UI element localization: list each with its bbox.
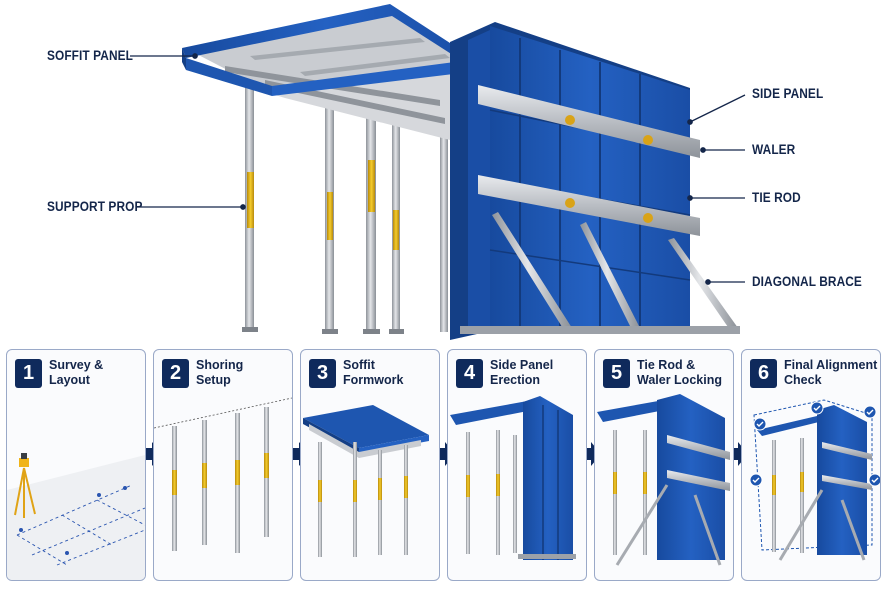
survey-illustration [7, 453, 145, 580]
label-waler: WALER [752, 142, 796, 157]
step-number: 4 [456, 359, 483, 388]
step-title: Survey &Layout [49, 358, 104, 387]
step-number: 1 [15, 359, 42, 388]
shoring-illustration [154, 397, 292, 553]
soffit-illustration [303, 405, 429, 557]
step-number: 3 [309, 359, 336, 388]
step-number: 6 [750, 359, 777, 388]
step-number: 2 [162, 359, 189, 388]
label-tie-rod: TIE ROD [752, 190, 801, 205]
support-prop-group [242, 60, 448, 334]
tie-rod-illustration [597, 394, 730, 566]
label-diagonal-brace: DIAGONAL BRACE [752, 274, 862, 289]
surveying-tripod-icon [14, 453, 36, 518]
soffit-panel-shape [182, 4, 470, 140]
label-side-panel: SIDE PANEL [752, 86, 824, 101]
step-card-5: 5 Tie Rod &Waler Locking [594, 349, 734, 581]
alignment-illustration [749, 399, 880, 561]
label-soffit-panel: SOFFIT PANEL [47, 48, 133, 63]
label-support-prop: SUPPORT PROP [47, 199, 143, 214]
step-number: 5 [603, 359, 630, 388]
step-card-1: 1 Survey &Layout [6, 349, 146, 581]
check-badge-icon [749, 401, 880, 487]
side-panel-illustration [450, 396, 576, 560]
step-title: Tie Rod &Waler Locking [637, 358, 722, 387]
side-panel-shape [450, 22, 740, 340]
leader-lines [130, 53, 746, 285]
